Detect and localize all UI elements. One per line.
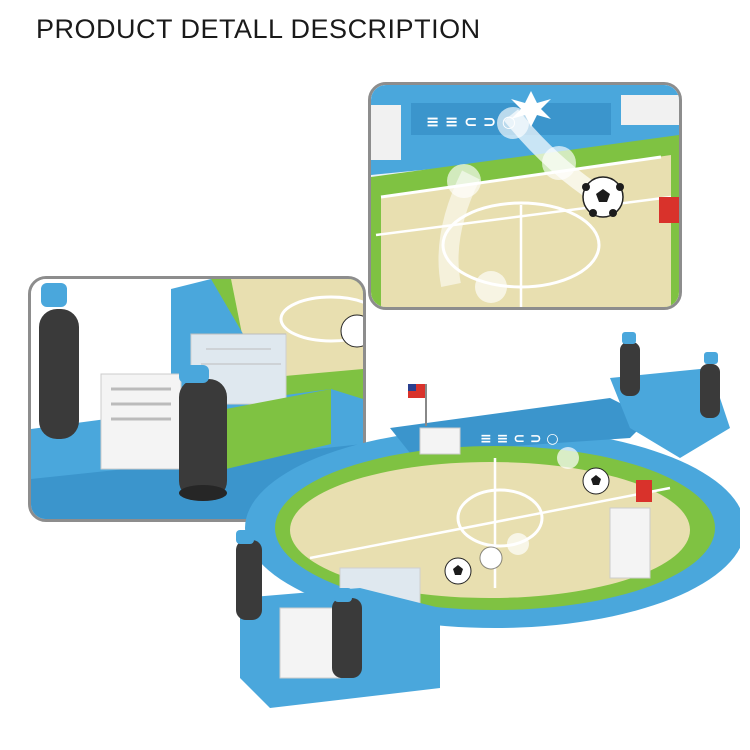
product-overview-image: ≡ ≡ ⊂ ⊃ ○ [236, 332, 740, 708]
soccer-ball-icon [582, 176, 624, 218]
svg-text:≡ ≡ ⊂ ⊃ ○: ≡ ≡ ⊂ ⊃ ○ [480, 431, 559, 447]
handle-left-icon [39, 283, 79, 439]
handle-icon [236, 530, 262, 620]
soccer-ball-icon [444, 557, 472, 585]
handle-icon [620, 332, 640, 396]
product-overview: ≡ ≡ ⊂ ⊃ ○ [210, 318, 740, 738]
page-title: PRODUCT DETALL DESCRIPTION [36, 14, 481, 44]
closeup-ball-image: ≡ ≡ ⊂ ⊃ ○ [371, 85, 679, 307]
handle-icon [700, 352, 720, 418]
closeup-ball-panel: ≡ ≡ ⊂ ⊃ ○ [368, 82, 682, 310]
handle-right-icon [179, 365, 227, 501]
svg-text:≡ ≡ ⊂ ⊃ ○: ≡ ≡ ⊂ ⊃ ○ [426, 112, 516, 131]
handle-icon [332, 588, 362, 678]
soccer-ball-icon [582, 467, 610, 495]
